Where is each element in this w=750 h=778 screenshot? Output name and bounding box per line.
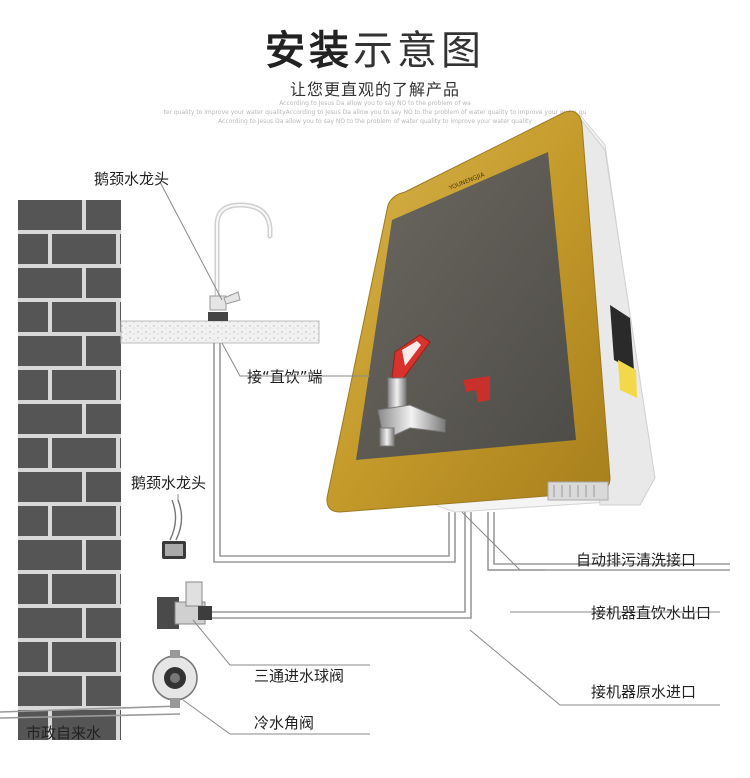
gooseneck-faucet-icon — [208, 202, 273, 321]
brick — [86, 404, 121, 434]
brick — [86, 676, 121, 706]
brick — [120, 710, 121, 740]
brick — [86, 336, 121, 366]
water-heater-device: YOUNENGJIA — [326, 110, 656, 513]
label-gooseneck-faucet-mid: 鹅颈水龙头 — [131, 474, 207, 492]
brick — [18, 370, 48, 400]
brick — [120, 506, 121, 536]
diagram-title: 安装示意图 — [0, 18, 750, 76]
brick — [86, 472, 121, 502]
red-tap-icon — [377, 334, 446, 447]
brick — [86, 540, 121, 570]
brick — [18, 540, 82, 570]
brick — [52, 642, 116, 672]
brick — [18, 608, 82, 638]
brick — [120, 438, 121, 468]
brick — [86, 200, 121, 230]
label-machine-raw-inlet: 接机器原水进口 — [591, 683, 697, 701]
brick — [120, 642, 121, 672]
brick — [18, 574, 48, 604]
brick — [52, 302, 116, 332]
pipes — [0, 343, 730, 719]
brick — [18, 642, 48, 672]
english-line-3: According to Jesus Da allow you to say N… — [218, 118, 532, 125]
brick — [120, 574, 121, 604]
hose-connector-icon — [162, 541, 186, 559]
brick — [86, 268, 121, 298]
english-line-2: ter quality to improve your water qualit… — [163, 109, 587, 116]
title-part-1: 安装 — [265, 28, 353, 74]
brick — [52, 438, 116, 468]
brick — [18, 404, 82, 434]
label-auto-drain-port: 自动排污清洗接口 — [576, 551, 697, 569]
brick — [52, 574, 116, 604]
leader-lines — [159, 181, 720, 735]
brick — [120, 234, 121, 264]
english-line-1: According to Jesus Da allow you to say N… — [279, 100, 471, 107]
ball-valve-icon — [157, 581, 212, 629]
brick — [18, 472, 82, 502]
brick — [52, 506, 116, 536]
brick — [18, 234, 48, 264]
brick — [120, 370, 121, 400]
brick — [52, 234, 116, 264]
brick — [18, 268, 82, 298]
label-gooseneck-faucet-top: 鹅颈水龙头 — [94, 170, 170, 188]
label-machine-direct-outlet: 接机器直饮水出口 — [591, 604, 712, 622]
label-three-way-valve: 三通进水球阀 — [254, 667, 345, 685]
angle-valve-icon — [152, 650, 198, 708]
brick-wall — [18, 200, 121, 740]
label-municipal-water: 市政自来水 — [26, 724, 102, 742]
label-cold-angle-valve: 冷水角阀 — [254, 714, 315, 732]
brick — [18, 506, 48, 536]
brick — [52, 370, 116, 400]
brick — [86, 608, 121, 638]
brick — [18, 710, 48, 740]
countertop — [120, 320, 320, 344]
brick — [18, 676, 82, 706]
brick — [18, 336, 82, 366]
diagram-subtitle: 让您更直观的了解产品 — [289, 80, 460, 99]
label-direct-drink-end: 接“直饮”端 — [247, 368, 323, 386]
brick — [18, 200, 82, 230]
brick — [18, 438, 48, 468]
brick — [120, 302, 121, 332]
brick — [18, 302, 48, 332]
title-part-2: 示意图 — [353, 28, 485, 74]
